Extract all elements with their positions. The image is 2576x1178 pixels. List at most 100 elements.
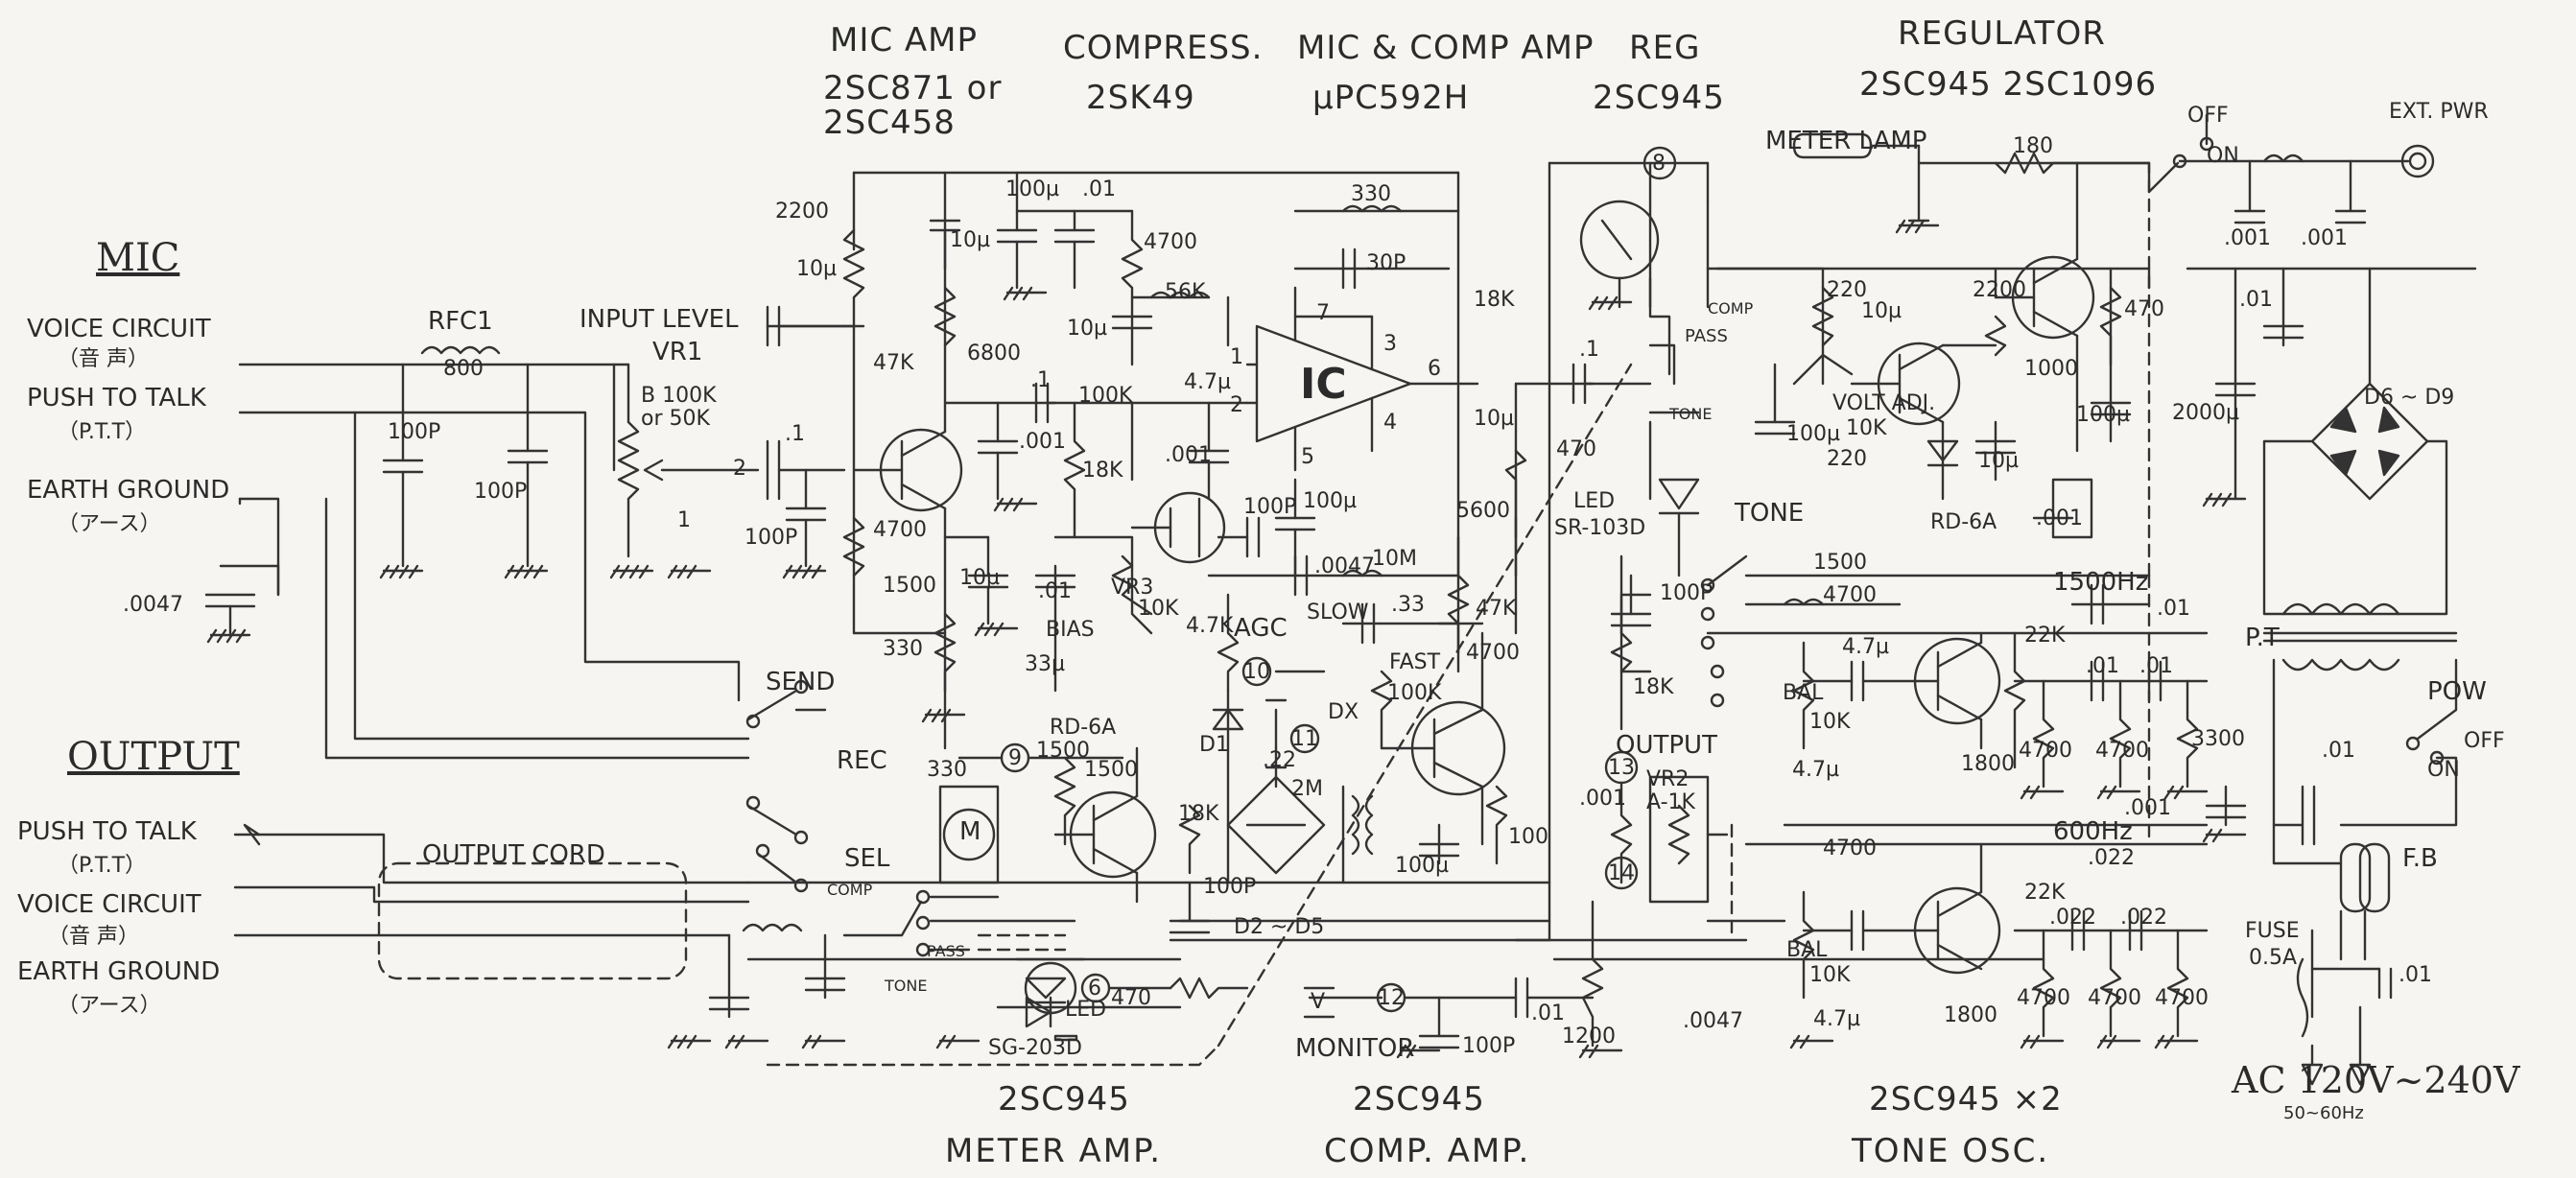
value-4700-t3: 4700 <box>2095 739 2149 763</box>
value-100p-d: 100P <box>1243 495 1297 519</box>
value-18k-a: 18K <box>1082 459 1123 483</box>
value-220-b: 220 <box>1827 447 1867 471</box>
value-18k-m: 18K <box>1178 802 1219 826</box>
output-voice-label: VOICE CIRCUIT <box>17 890 201 919</box>
pt-label: P.T <box>2245 624 2280 652</box>
value-33: .33 <box>1391 593 1425 617</box>
value-100: 100 <box>1508 825 1548 849</box>
value-001-o: .001 <box>1579 787 1626 811</box>
mic-amp-title: MIC AMP <box>830 21 979 59</box>
value-10u-r2: 10µ <box>1978 449 2019 473</box>
node-8: 8 <box>1652 152 1666 176</box>
value-220: 220 <box>1827 278 1867 302</box>
value-022-c: .022 <box>2120 906 2167 930</box>
value-01-t2: .01 <box>2139 654 2173 678</box>
value-4700-t6: 4700 <box>2088 986 2141 1010</box>
sel-label: SEL <box>844 844 890 873</box>
volt-adj-label: VOLT ADJ. <box>1832 391 1936 415</box>
value-470-led: 470 <box>1111 986 1151 1010</box>
value-2200: 2200 <box>775 200 829 224</box>
node-1: 1 <box>677 508 691 532</box>
value-4700-c: 4700 <box>1466 641 1520 665</box>
meter-amp-title: METER AMP. <box>945 1132 1163 1170</box>
value-001-e2: .001 <box>2301 226 2348 250</box>
led-monitor-wiring <box>996 900 1604 1049</box>
value-4700-t4: 4700 <box>1823 836 1877 860</box>
rd6a-label: RD-6A <box>1050 716 1117 740</box>
ext-off-label: OFF <box>2187 104 2229 128</box>
value-100u-c: 100µ <box>1395 854 1449 878</box>
node-13: 13 <box>1608 756 1635 780</box>
value-1000: 1000 <box>2024 357 2078 381</box>
value-18k-o: 18K <box>1633 675 1674 699</box>
d2-d5-label: D2 ~ D5 <box>1234 915 1325 939</box>
send-label: SEND <box>766 668 836 696</box>
compress-part: 2SK49 <box>1086 79 1195 117</box>
mic-input-wires <box>204 345 846 702</box>
output-voice-jp: （音 声） <box>48 925 139 949</box>
value-01-b: .1 <box>1030 368 1051 392</box>
tone-switch-label: TONE <box>1735 499 1805 528</box>
led-label-2: LED <box>1573 489 1616 513</box>
agc-label: AGC <box>1234 614 1288 643</box>
value-100p-c: 100P <box>744 526 798 550</box>
value-01-c: .1 <box>1579 338 1599 362</box>
value-100u-a: 100µ <box>1005 177 1059 201</box>
value-47u-t3: 4.7µ <box>1813 1007 1860 1031</box>
value-18k-b: 18K <box>1474 288 1515 312</box>
power-supply-wiring <box>2186 267 2477 1086</box>
value-2m: 2M <box>1291 777 1323 801</box>
node-12: 12 <box>1378 986 1405 1010</box>
value-100k-b: 100K <box>1387 681 1442 705</box>
pin-5: 5 <box>1301 445 1314 469</box>
value-100p-a: 100P <box>388 420 441 444</box>
pass-label-2: PASS <box>1685 326 1728 346</box>
node-11: 11 <box>1291 727 1318 751</box>
fb-label: F.B <box>2402 844 2438 873</box>
value-01-pow2: .01 <box>2399 963 2432 987</box>
reg-part: 2SC945 <box>1593 79 1725 117</box>
tone-600hz-label: 600Hz <box>2053 817 2133 846</box>
value-001-t: .001 <box>2124 796 2171 820</box>
ground-symbols <box>206 219 2247 1059</box>
value-47k: 47K <box>873 351 914 375</box>
rfc1-value: 800 <box>443 357 484 381</box>
value-3300-t: 3300 <box>2191 727 2245 751</box>
value-47u: 4.7µ <box>1184 370 1231 394</box>
value-01-in: .1 <box>785 422 805 446</box>
value-47u-t: 4.7µ <box>1842 635 1889 659</box>
value-330-m: 330 <box>927 758 967 782</box>
value-10u-d: 10µ <box>1474 407 1514 431</box>
regulator-stage <box>1706 113 2435 539</box>
output-ptt-jp: （P.T.T） <box>58 854 147 878</box>
comp-label: COMP <box>827 881 873 899</box>
rfc1-label: RFC1 <box>428 307 493 336</box>
value-47k-c: 47K <box>1476 597 1517 621</box>
reg-title: REG <box>1629 29 1701 67</box>
tone-osc-title: TONE OSC. <box>1852 1132 2050 1170</box>
vr2-value: A-1K <box>1646 790 1695 814</box>
value-100u-r: 100µ <box>1786 422 1840 446</box>
comp-amp-title: COMP. AMP. <box>1324 1132 1531 1170</box>
value-01-t3: .01 <box>2157 597 2190 621</box>
mic-amp-part1: 2SC871 or <box>823 69 1003 107</box>
mic-voice-label: VOICE CIRCUIT <box>27 315 211 343</box>
output-title: OUTPUT <box>67 735 240 779</box>
node-6: 6 <box>1088 977 1101 1001</box>
value-470-r: 470 <box>2124 297 2164 321</box>
d6-d9-label: D6 ~ D9 <box>2364 386 2455 410</box>
pow-off-label: OFF <box>2464 729 2505 753</box>
value-4700-b: 4700 <box>1144 230 1197 254</box>
value-2000u: 2000µ <box>2172 401 2239 425</box>
tone-label-2: TONE <box>1669 405 1713 423</box>
value-22: .22 <box>1263 748 1296 772</box>
value-33u: 33µ <box>1025 652 1065 676</box>
mic-voice-jp: （音 声） <box>58 347 149 371</box>
mic-ptt-jp: （P.T.T） <box>58 420 147 444</box>
output-vr-label: OUTPUT <box>1616 731 1717 760</box>
value-01-e: .01 <box>2239 288 2273 312</box>
meter-m-label: M <box>959 817 981 846</box>
value-10u-in: 10µ <box>796 257 837 281</box>
value-01-mon: .01 <box>1531 1001 1565 1025</box>
